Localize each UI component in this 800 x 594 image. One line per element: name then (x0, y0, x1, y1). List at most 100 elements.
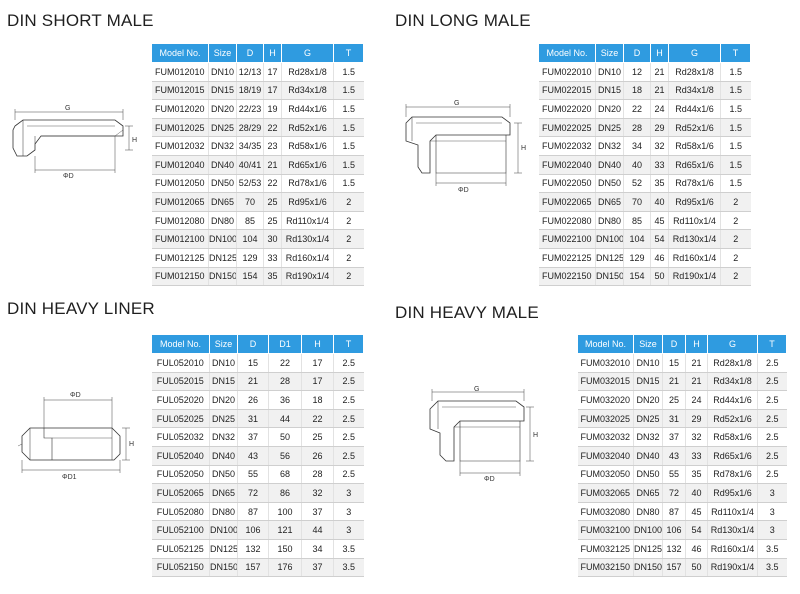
table-cell: 2 (333, 192, 364, 212)
table-cell: 19 (263, 99, 282, 119)
table-cell: 17 (263, 62, 282, 82)
table-cell: 3 (333, 520, 364, 540)
table-cell: 85 (623, 211, 651, 231)
table-cell: 34 (623, 136, 651, 156)
table-cell: DN10 (633, 353, 663, 373)
short-male-d-label: ΦD (63, 173, 74, 180)
table-cell: 33 (263, 248, 282, 268)
table-cell: 3 (757, 502, 787, 522)
table-cell: 21 (263, 155, 282, 175)
table-cell: FUL052025 (151, 409, 210, 429)
table-cell: Rd160x1/4 (281, 248, 334, 268)
table-cell: 22 (268, 353, 302, 373)
table-cell: 104 (236, 229, 264, 249)
table-cell: FUM032020 (577, 390, 634, 410)
table-cell: 129 (236, 248, 264, 268)
table-cell: 18 (623, 81, 651, 101)
table-cell: FUM012050 (151, 174, 209, 194)
table-cell: 3 (333, 502, 364, 522)
table-cell: 2.5 (333, 465, 364, 485)
table-cell: Rd130x1/4 (668, 229, 721, 249)
table-cell: FUM012100 (151, 229, 209, 249)
table-cell: 2 (720, 211, 751, 231)
table-cell: 45 (650, 211, 669, 231)
table-cell: 30 (263, 229, 282, 249)
table-cell: 26 (301, 446, 334, 466)
table-cell: 1.5 (720, 99, 751, 119)
table-cell: 3 (757, 520, 787, 540)
table-cell: Rd28x1/8 (668, 62, 721, 82)
table-cell: 157 (237, 558, 269, 578)
table-cell: DN10 (208, 62, 237, 82)
table-cell: 2.5 (757, 427, 787, 447)
table-cell: Rd28x1/8 (281, 62, 334, 82)
table-cell: 86 (268, 483, 302, 503)
table-cell: 55 (237, 465, 269, 485)
table-cell: 2 (333, 229, 364, 249)
table-cell: 40/41 (236, 155, 264, 175)
table-cell: 28 (268, 372, 302, 392)
table-cell: DN100 (208, 229, 237, 249)
table-cell: 56 (268, 446, 302, 466)
table-cell: 26 (237, 390, 269, 410)
table-cell: FUM012150 (151, 267, 209, 287)
table-cell: DN32 (633, 427, 663, 447)
table-cell: 43 (237, 446, 269, 466)
table-cell: DN32 (595, 136, 624, 156)
table-cell: 40 (650, 192, 669, 212)
table-cell: FUM032065 (577, 483, 634, 503)
table-cell: FUM022040 (538, 155, 596, 175)
table-cell: FUM032100 (577, 520, 634, 540)
table-cell: 25 (662, 390, 686, 410)
col-h: H (650, 43, 669, 63)
table-cell: FUM012040 (151, 155, 209, 175)
col-h: H (685, 334, 708, 354)
col-d1: D1 (268, 334, 302, 354)
table-cell: 68 (268, 465, 302, 485)
table-cell: FUM032150 (577, 558, 634, 578)
table-cell: 22 (301, 409, 334, 429)
table-cell: 24 (650, 99, 669, 119)
table-cell: DN125 (208, 248, 237, 268)
col-d: D (662, 334, 686, 354)
table-cell: 2.5 (757, 353, 787, 373)
din-short-male-drawing: G H ΦD (12, 105, 137, 180)
table-cell: 3 (757, 483, 787, 503)
table-cell: 29 (685, 409, 708, 429)
heavy-liner-d-label: ΦD (70, 392, 81, 399)
table-cell: FUL052040 (151, 446, 210, 466)
table-cell: 24 (685, 390, 708, 410)
table-cell: 129 (623, 248, 651, 268)
table-cell: 1.5 (333, 81, 364, 101)
table-cell: FUM032080 (577, 502, 634, 522)
table-cell: 72 (662, 483, 686, 503)
table-cell: DN20 (209, 390, 238, 410)
col-model-no: Model No. (151, 43, 209, 63)
table-cell: FUM012020 (151, 99, 209, 119)
table-cell: 46 (685, 539, 708, 559)
table-cell: 31 (662, 409, 686, 429)
table-cell: Rd44x1/6 (668, 99, 721, 119)
table-cell: 45 (685, 502, 708, 522)
table-cell: 1.5 (333, 136, 364, 156)
table-cell: 50 (268, 427, 302, 447)
section-title-din-heavy-male: DIN HEAVY MALE (395, 303, 539, 322)
din-heavy-male-drawing: G H ΦD (429, 386, 538, 483)
